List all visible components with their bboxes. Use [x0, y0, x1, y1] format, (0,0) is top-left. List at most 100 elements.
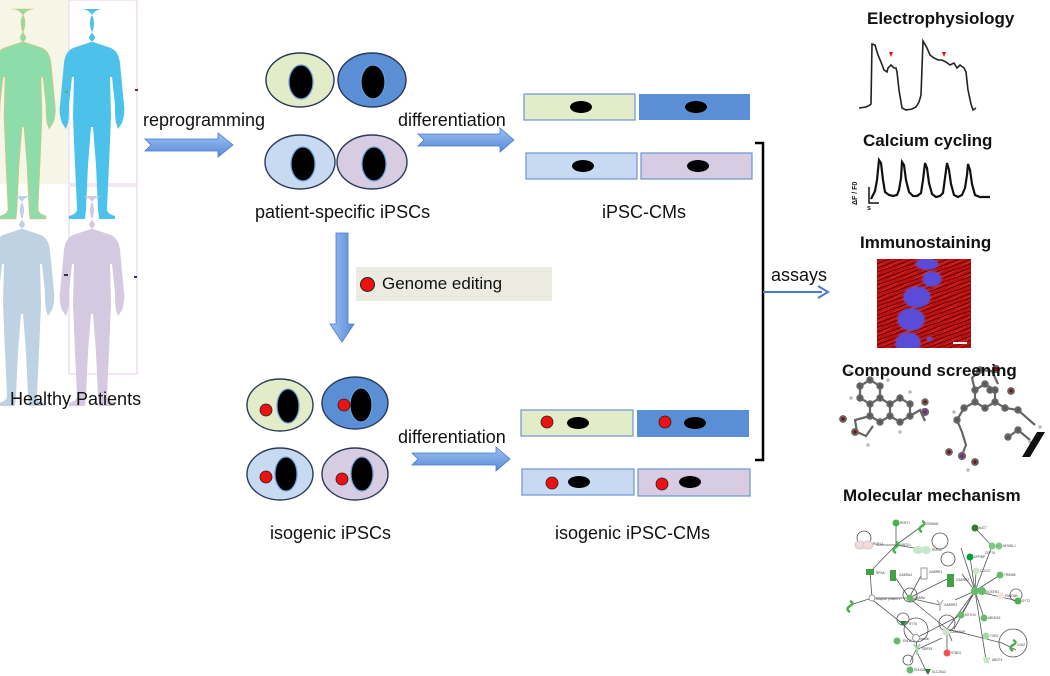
svg-text:GBP18: GBP18 — [922, 647, 933, 651]
svg-text:KAT7: KAT7 — [979, 526, 987, 530]
isogenic-ipsc-cell-2 — [321, 376, 389, 430]
nucleus — [896, 333, 920, 348]
svg-text:RNF14: RNF14 — [873, 542, 883, 546]
svg-text:GABRR3: GABRR3 — [944, 603, 957, 607]
ipsc-cm-1 — [523, 93, 636, 121]
svg-text:SYT5: SYT5 — [909, 622, 917, 626]
molecular-mechanism-title: Molecular mechanism — [843, 486, 1021, 505]
svg-text:Insulin: Insulin — [920, 637, 929, 641]
svg-text:GABARAP: GABARAP — [950, 630, 965, 634]
svg-text:ABCF3: ABCF3 — [992, 658, 1003, 662]
electrophysiology-title: Electrophysiology — [867, 9, 1015, 28]
ipsc-cell-4 — [336, 134, 408, 190]
reprogramming-arrow-icon — [144, 132, 234, 158]
marker-dot — [65, 91, 68, 93]
differentiation-bottom-label: differentiation — [398, 427, 506, 447]
assays-label: assays — [771, 265, 828, 285]
ipsc-cm-3 — [525, 152, 638, 180]
isogenic-ipsc-cms-label: isogenic iPSC-CMs — [555, 523, 711, 543]
svg-text:TOR1: TOR1 — [990, 634, 999, 638]
marker-dot — [134, 276, 137, 278]
svg-text:TRIM68: TRIM68 — [1004, 573, 1016, 577]
calcium-trace — [870, 156, 990, 200]
svg-text:RNF17: RNF17 — [900, 521, 910, 525]
ipsc-cell-2 — [337, 52, 407, 108]
differentiation-top-label: differentiation — [398, 110, 506, 130]
network-edges — [849, 523, 1019, 674]
svg-text:UBE2U: UBE2U — [900, 543, 911, 547]
calcium-scale-bar — [868, 187, 879, 204]
svg-text:GABRR1: GABRR1 — [929, 570, 942, 574]
reprogramming-label: reprogramming — [143, 110, 266, 130]
isogenic-ipsc-cm-4 — [637, 468, 751, 497]
calcium-cycling-title: Calcium cycling — [863, 131, 993, 150]
patient-specific-ipscs-label: patient-specific iPSCs — [255, 202, 431, 222]
svg-text:SYT2: SYT2 — [1022, 599, 1030, 603]
svg-text:EHD2: EHD2 — [903, 639, 912, 643]
healthy-patients-label: Healthy Patients — [10, 389, 142, 409]
immunostaining-image — [877, 259, 971, 348]
nucleus — [916, 259, 938, 269]
genome-editing-arrow-icon — [329, 232, 355, 343]
calcium-y-axis-label: ΔF / F0 — [852, 181, 859, 205]
ipsc-cm-2 — [639, 94, 750, 120]
svg-text:C4A2: C4A2 — [1017, 643, 1025, 647]
ipsc-cms-label: iPSC-CMs — [602, 202, 686, 222]
svg-text:PARD6B: PARD6B — [1005, 594, 1018, 598]
ipsc-cm-4 — [640, 152, 753, 180]
svg-text:MYO10: MYO10 — [965, 613, 976, 617]
svg-text:PDLIM2: PDLIM2 — [914, 668, 926, 672]
isogenic-ipsc-cell-1 — [246, 378, 314, 432]
svg-text:SLC25A3: SLC25A3 — [932, 670, 946, 674]
scale-bar — [953, 342, 967, 344]
svg-text:CDC37: CDC37 — [980, 569, 991, 573]
svg-text:RNF20: RNF20 — [932, 548, 942, 552]
ead-marker-icon — [942, 52, 946, 57]
isogenic-ipsc-cm-2 — [637, 410, 749, 437]
nucleus — [923, 272, 941, 286]
isogenic-ipsc-cm-1 — [520, 409, 634, 437]
nucleus — [904, 287, 930, 307]
svg-text:GABRA4: GABRA4 — [899, 573, 912, 577]
svg-text:SQSTM1: SQSTM1 — [986, 590, 999, 594]
marker-dot — [64, 274, 68, 276]
svg-text:ABHD16: ABHD16 — [988, 616, 1001, 620]
ead-marker-icon — [889, 52, 893, 57]
compound-marker-icon — [1022, 432, 1045, 457]
isogenic-ipsc-cell-4 — [321, 447, 389, 501]
compound-screening-title: Compound screening — [842, 361, 1017, 380]
compound-molecule-1 — [839, 368, 930, 447]
isogenic-ipsc-cell-3 — [246, 447, 314, 501]
svg-text:ZSWIM2: ZSWIM2 — [926, 522, 939, 526]
svg-text:Adaptor protein 2: Adaptor protein 2 — [876, 597, 901, 601]
immunostaining-title: Immunostaining — [860, 233, 992, 252]
marker-dot — [135, 89, 138, 91]
mutation-dot-icon — [360, 277, 375, 292]
calcium-x-axis-label: s — [867, 205, 871, 212]
svg-text:NFKBIL1: NFKBIL1 — [1003, 544, 1016, 548]
compound-molecule-2 — [945, 364, 1042, 472]
svg-text:GABRA: GABRA — [914, 596, 926, 600]
differentiation-arrow-bottom-icon — [411, 446, 511, 472]
genome-editing-label: Genome editing — [382, 274, 503, 293]
isogenic-ipsc-cm-3 — [521, 468, 635, 496]
assays-arrow-icon — [817, 285, 830, 299]
genome-editing-box: Genome editing — [356, 267, 552, 301]
svg-text:UPRBP: UPRBP — [974, 555, 985, 559]
nucleus — [927, 337, 932, 341]
svg-text:GABRR2: GABRR2 — [956, 578, 969, 582]
svg-text:STBD1: STBD1 — [951, 651, 962, 655]
ipsc-cell-1 — [265, 52, 335, 108]
ipsc-cell-3 — [264, 134, 336, 190]
assays-bracket — [755, 141, 765, 462]
nucleus — [898, 309, 924, 330]
svg-text:CEP76: CEP76 — [985, 551, 995, 555]
differentiation-arrow-top-icon — [417, 127, 515, 153]
network-nodes — [846, 519, 1022, 675]
svg-text:RPSA: RPSA — [876, 571, 886, 575]
electrophysiology-trace — [858, 38, 977, 112]
